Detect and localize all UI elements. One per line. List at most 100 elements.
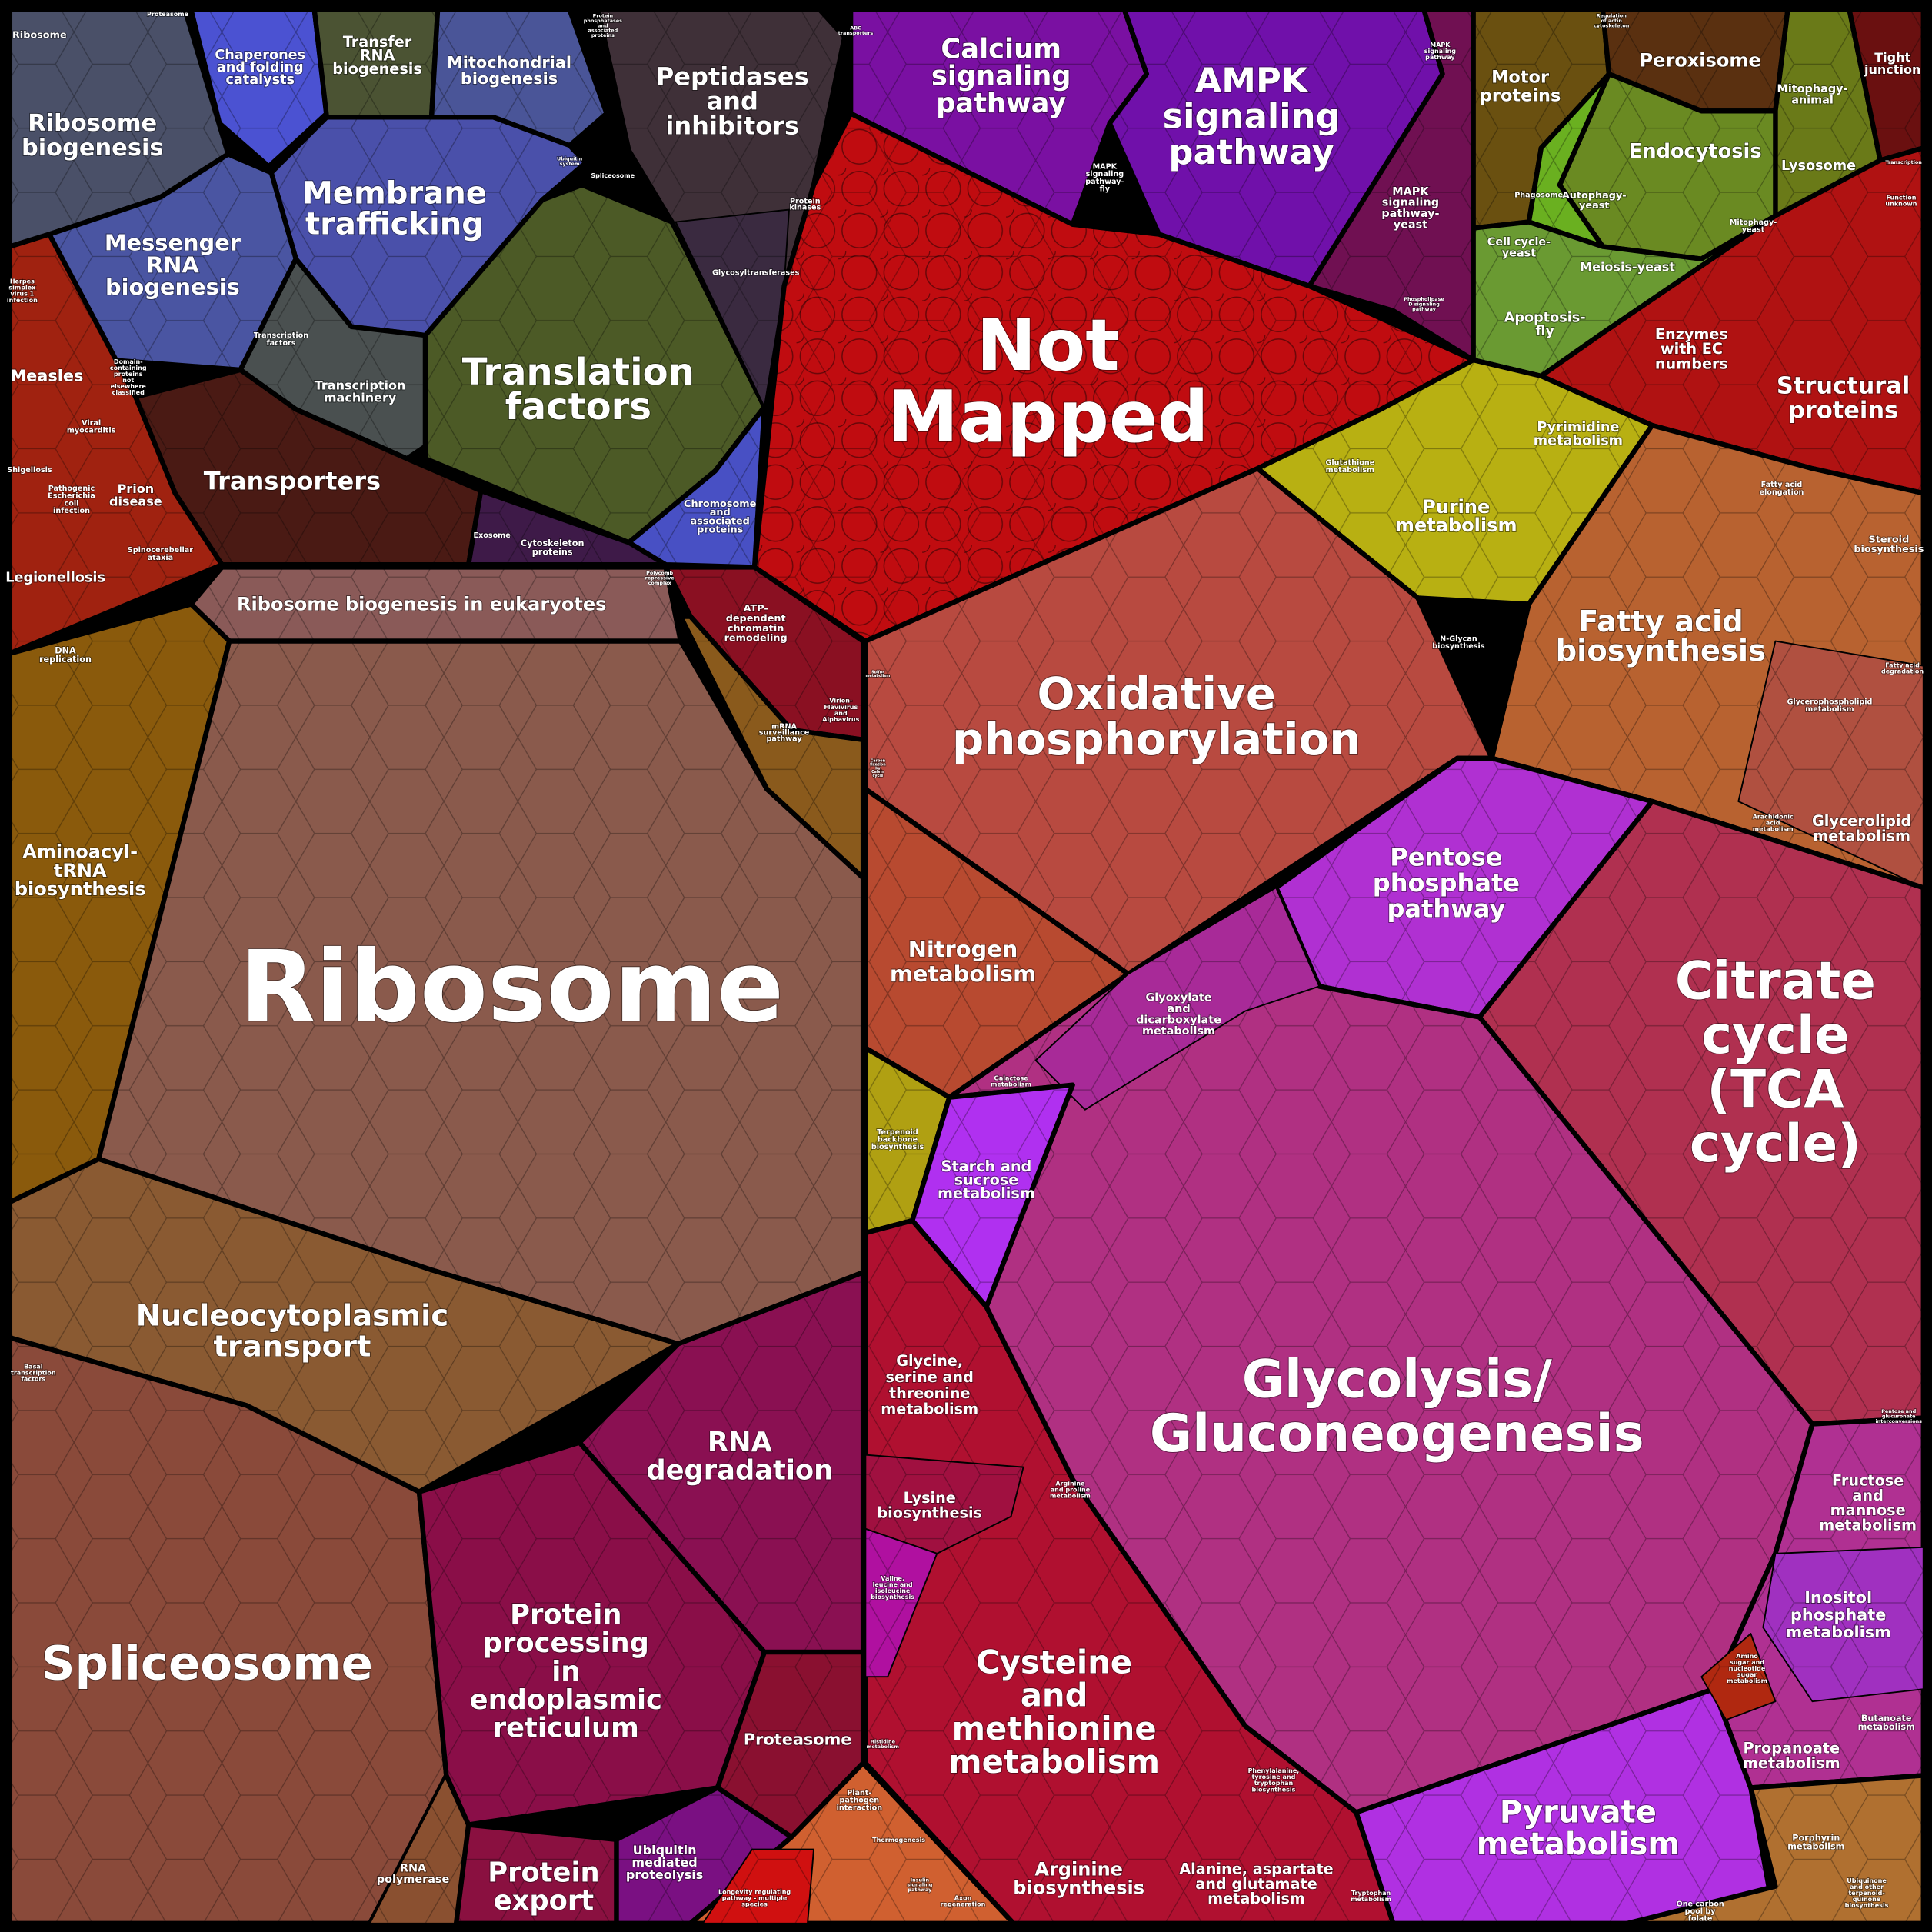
label-line: chromatin: [728, 623, 784, 635]
label-line: Exosome: [474, 531, 511, 540]
label-line: surveillance: [759, 728, 810, 737]
label-line: Valine,: [881, 1575, 904, 1582]
label-line: dicarboxylate: [1136, 1014, 1221, 1027]
label-line: unknown: [1885, 201, 1917, 208]
label-glycosyltransferases: Glycosyltransferases: [712, 268, 800, 277]
label-line: metabolism: [948, 1743, 1160, 1780]
label-cell-cycle-yeast: Cell cycle-yeast: [1487, 236, 1551, 259]
label-line: Aminoacyl-: [22, 841, 138, 863]
label-line: elsewhere: [111, 383, 147, 390]
label-line: Calcium: [941, 33, 1061, 65]
label-line: Phospholipase: [1404, 296, 1444, 302]
label-line: Propanoate: [1743, 1740, 1840, 1757]
label-line: Chaperones: [215, 48, 305, 63]
label-line: export: [494, 1885, 594, 1917]
label-line: not: [122, 377, 134, 384]
label-line: endoplasmic: [470, 1684, 662, 1716]
label-line: terpenoid-: [1848, 1890, 1884, 1897]
label-line: Ribosome biogenesis in eukaryotes: [237, 594, 606, 615]
label-line: interaction: [837, 1804, 883, 1812]
label-line: nucleotide: [1729, 1665, 1766, 1672]
label-line: numbers: [1655, 355, 1728, 372]
label-line: and: [707, 87, 758, 116]
label-line: Histidine: [871, 1739, 896, 1745]
label-line: Viral: [82, 419, 101, 428]
label-line: Phagosome: [1514, 191, 1563, 199]
label-line: pathway: [1425, 54, 1455, 61]
label-line: Glycolysis/: [1242, 1349, 1553, 1409]
label-line: Transcription: [1885, 159, 1922, 165]
label-line: Nitrogen: [908, 936, 1018, 962]
label-line: Oxidative: [1037, 668, 1275, 720]
label-line: Function: [1886, 195, 1916, 202]
label-line: replication: [39, 655, 92, 665]
label-line: ATP-: [744, 603, 768, 615]
label-line: Motor: [1491, 67, 1549, 87]
label-line: signaling: [931, 61, 1071, 92]
label-line: metabolism: [1351, 1896, 1391, 1903]
label-line: Inositol: [1804, 1588, 1872, 1607]
label-line: biosynthesis: [871, 1143, 924, 1151]
label-line: associated: [588, 28, 618, 34]
label-line: biogenesis: [461, 69, 558, 88]
label-line: fly: [1100, 185, 1111, 193]
label-line: proteins: [1788, 397, 1898, 424]
label-line: backbone: [878, 1135, 918, 1144]
label-line: complex: [648, 580, 672, 586]
label-line: in: [551, 1656, 580, 1687]
label-line: cycle: [1701, 1005, 1849, 1065]
label-line: Gluconeogenesis: [1150, 1404, 1644, 1464]
label-line: transcription: [11, 1369, 56, 1376]
label-line: ataxia: [148, 554, 174, 562]
label-line: Transcription: [315, 378, 406, 393]
label-line: Plant-: [847, 1789, 871, 1797]
label-line: infection: [53, 507, 90, 515]
label-line: tRNA: [54, 860, 107, 881]
label-line: pathway: [1387, 894, 1505, 924]
label-line: Arginine: [1055, 1481, 1085, 1487]
label-line: pathway - multiple: [722, 1894, 788, 1901]
label-line: with EC: [1661, 340, 1723, 358]
label-line: Glutathione: [1325, 458, 1374, 467]
label-line: proteins: [114, 371, 143, 378]
label-line: metabolism: [1534, 434, 1623, 449]
label-line: infection: [7, 297, 38, 304]
voronoi-cell-texture: [9, 9, 1924, 1924]
label-line: yeast: [1394, 219, 1427, 232]
label-line: Membrane: [302, 176, 487, 212]
label-line: metabolism: [881, 1401, 978, 1418]
label-line: phosphate: [1790, 1605, 1886, 1624]
label-line: Structural: [1777, 372, 1910, 399]
label-line: regeneration: [941, 1900, 986, 1907]
label-line: and: [834, 710, 848, 717]
